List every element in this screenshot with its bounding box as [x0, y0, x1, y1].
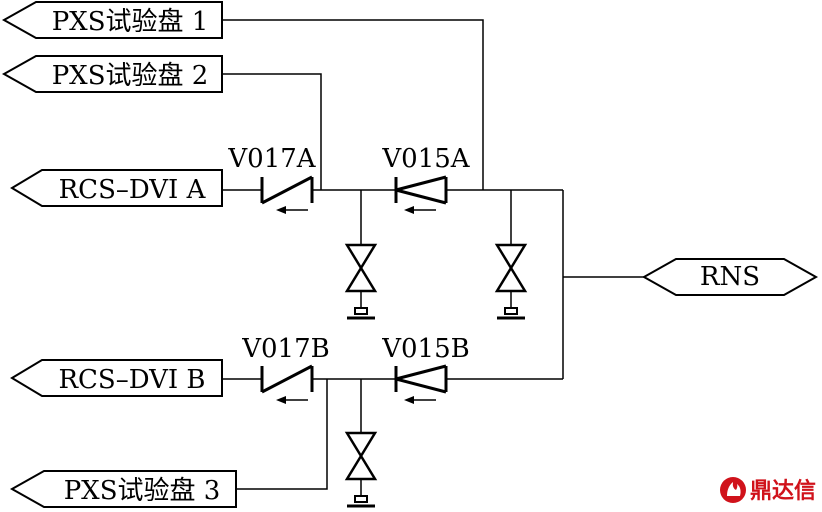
flow-arrow-v017a: [276, 206, 308, 214]
connector-pxs1: PXS试验盘 1: [1, 0, 223, 39]
valve-label-v017b: V017B: [241, 334, 330, 364]
pipe-pxs2: [222, 73, 322, 190]
connector-rns-shape: [641, 258, 819, 296]
connector-rcs-a-label: RCS–DVI A: [59, 175, 207, 205]
connector-pxs2-label: PXS试验盘 2: [52, 61, 209, 91]
check-valve-v015b: [394, 364, 448, 394]
flow-arrow-v015b: [404, 396, 436, 404]
connector-pxs3: PXS试验盘 3: [9, 470, 237, 508]
connector-rcs-b-label: RCS–DVI B: [58, 365, 205, 395]
pipe-pxs3: [236, 379, 328, 490]
check-valve-v017a: [260, 175, 314, 205]
connector-rns: RNS: [641, 258, 819, 296]
drain-valve-2: [494, 243, 528, 320]
fire-logo-icon: [720, 477, 746, 503]
connector-pxs1-label: PXS试验盘 1: [52, 7, 209, 37]
connector-rcs-b: RCS–DVI B: [10, 359, 223, 397]
connector-rcs-a: RCS–DVI A: [10, 169, 223, 207]
flow-arrow-v017b: [276, 396, 308, 404]
pipe-pxs1: [222, 19, 484, 190]
connector-rcs-a-shape: [10, 169, 223, 207]
drain-valve-3: [344, 431, 378, 508]
check-valve-v015a: [394, 175, 448, 205]
drain-valve-1: [344, 243, 378, 320]
connector-pxs3-label: PXS试验盘 3: [64, 476, 221, 506]
valve-label-v015a: V015A: [381, 144, 470, 174]
connector-rns-label: RNS: [700, 262, 760, 292]
valve-label-v017a: V017A: [227, 144, 316, 174]
connector-pxs2: PXS试验盘 2: [1, 55, 223, 93]
watermark-text: 鼎达信: [750, 478, 816, 504]
watermark: 鼎达信: [720, 477, 816, 504]
flow-arrow-v015a: [404, 206, 436, 214]
connector-rcs-b-shape: [10, 359, 223, 397]
valve-label-v015b: V015B: [381, 334, 470, 364]
piping-lines: [222, 19, 644, 490]
check-valve-v017b: [260, 364, 314, 394]
